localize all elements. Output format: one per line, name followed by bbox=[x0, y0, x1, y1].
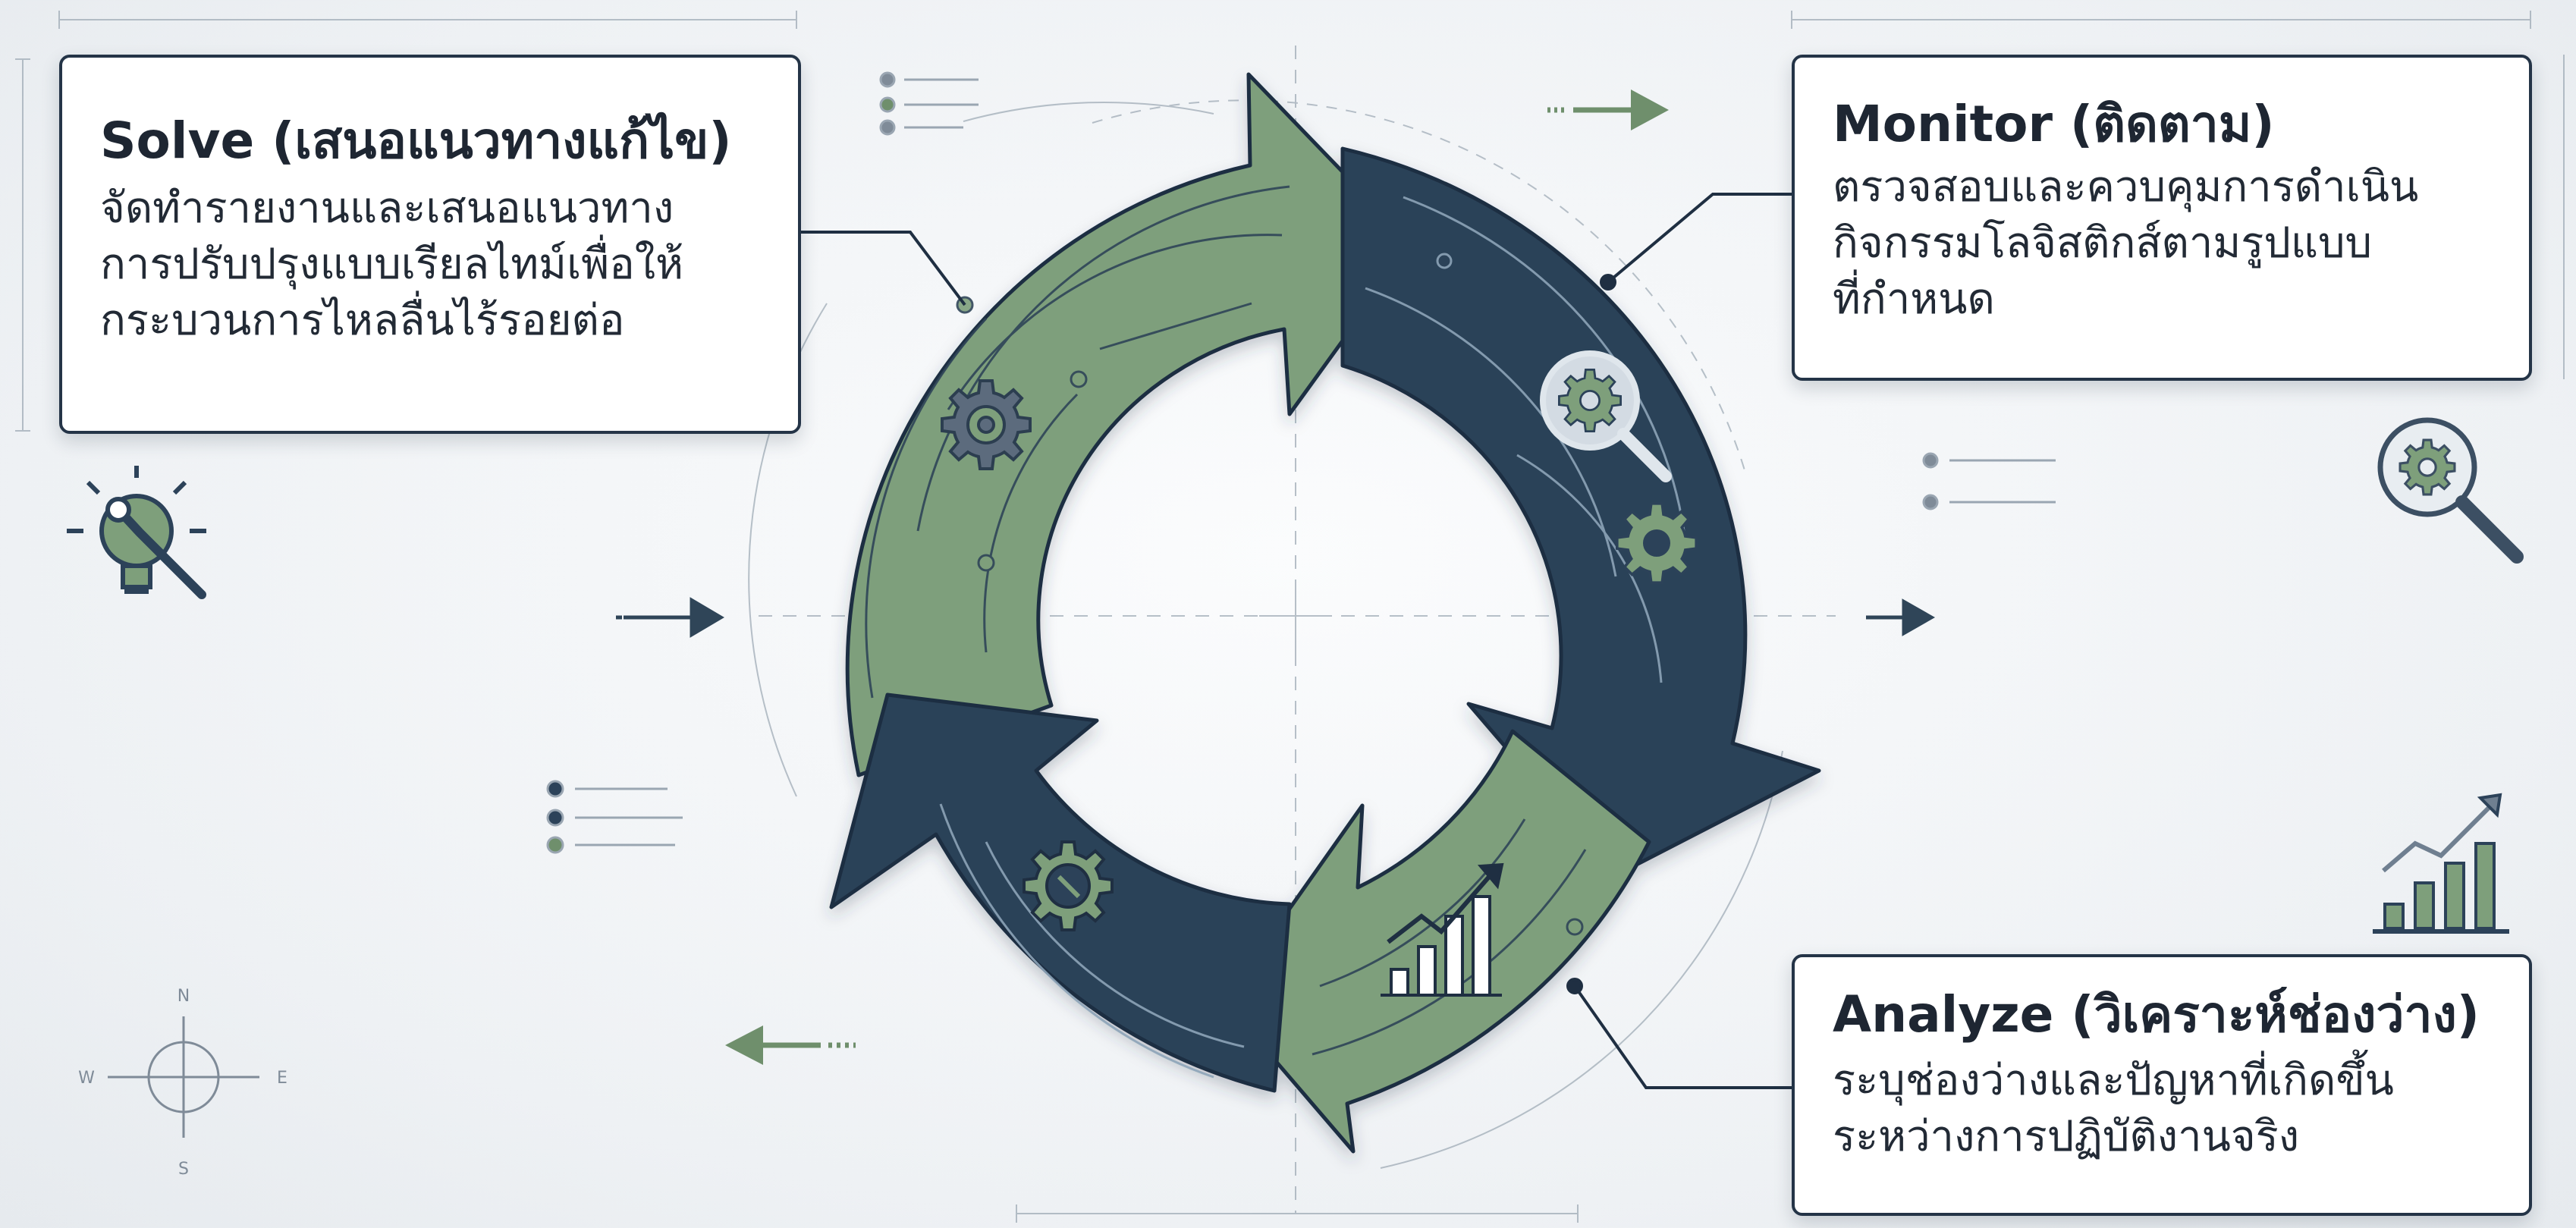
solve-line-3: กระบวนการไหลลื่นไร้รอยต่อ bbox=[100, 295, 625, 345]
compass-e: E bbox=[277, 1069, 287, 1088]
monitor-line-1: ตรวจสอบและควบคุมการดำเนิน bbox=[1833, 162, 2419, 212]
arrow-monitor bbox=[1340, 146, 1821, 878]
solve-line-1: จัดทำรายงานและเสนอแนวทาง bbox=[100, 183, 674, 233]
arrow-monitor-magnifier-gear-icon bbox=[1540, 350, 1672, 482]
bullet-decor bbox=[546, 71, 2056, 854]
connectors bbox=[801, 193, 1792, 1089]
arrow-monitor-gear-icon bbox=[1616, 501, 1698, 585]
compass-n: N bbox=[177, 987, 190, 1006]
arrow-solve-gear-icon bbox=[941, 379, 1032, 470]
side-arrows bbox=[616, 90, 1936, 1065]
monitor-line-3: ที่กำหนด bbox=[1833, 274, 1995, 324]
solve-card: Solve (เสนอแนวทางแก้ไข) จัดทำรายงานและเส… bbox=[59, 55, 801, 434]
lightbulb-wrench-icon bbox=[67, 466, 206, 599]
arrow-return-gear-icon bbox=[1023, 840, 1114, 931]
monitor-title: Monitor (ติดตาม) bbox=[1833, 95, 2275, 153]
analyze-line-2: ระหว่างการปฏิบัติงานจริง bbox=[1833, 1111, 2300, 1161]
compass-rose: N S W E bbox=[78, 987, 287, 1179]
magnifier-gear-icon bbox=[2377, 417, 2524, 564]
analyze-line-1: ระบุช่องว่างและปัญหาที่เกิดขึ้น bbox=[1833, 1055, 2394, 1105]
monitor-line-2: กิจกรรมโลจิสติกส์ตามรูปแบบ bbox=[1833, 218, 2373, 268]
compass-w: W bbox=[78, 1069, 95, 1088]
circuit-lines bbox=[865, 185, 1685, 1079]
arrow-analyze bbox=[1222, 729, 1651, 1154]
arrow-analyze-chart-icon bbox=[1381, 862, 1504, 997]
compass-s: S bbox=[178, 1160, 189, 1179]
analyze-card: Analyze (วิเคราะห์ช่องว่าง) ระบุช่องว่าง… bbox=[1792, 954, 2532, 1216]
bar-chart-trend-icon bbox=[2373, 793, 2509, 934]
monitor-card: Monitor (ติดตาม) ตรวจสอบและควบคุมการดำเน… bbox=[1792, 55, 2532, 381]
analyze-title: Analyze (วิเคราะห์ช่องว่าง) bbox=[1833, 985, 2480, 1044]
solve-title: Solve (เสนอแนวทางแก้ไข) bbox=[100, 111, 732, 170]
solve-line-2: การปรับปรุงแบบเรียลไทม์เพื่อให้ bbox=[100, 239, 684, 289]
arrow-solve bbox=[845, 72, 1415, 777]
